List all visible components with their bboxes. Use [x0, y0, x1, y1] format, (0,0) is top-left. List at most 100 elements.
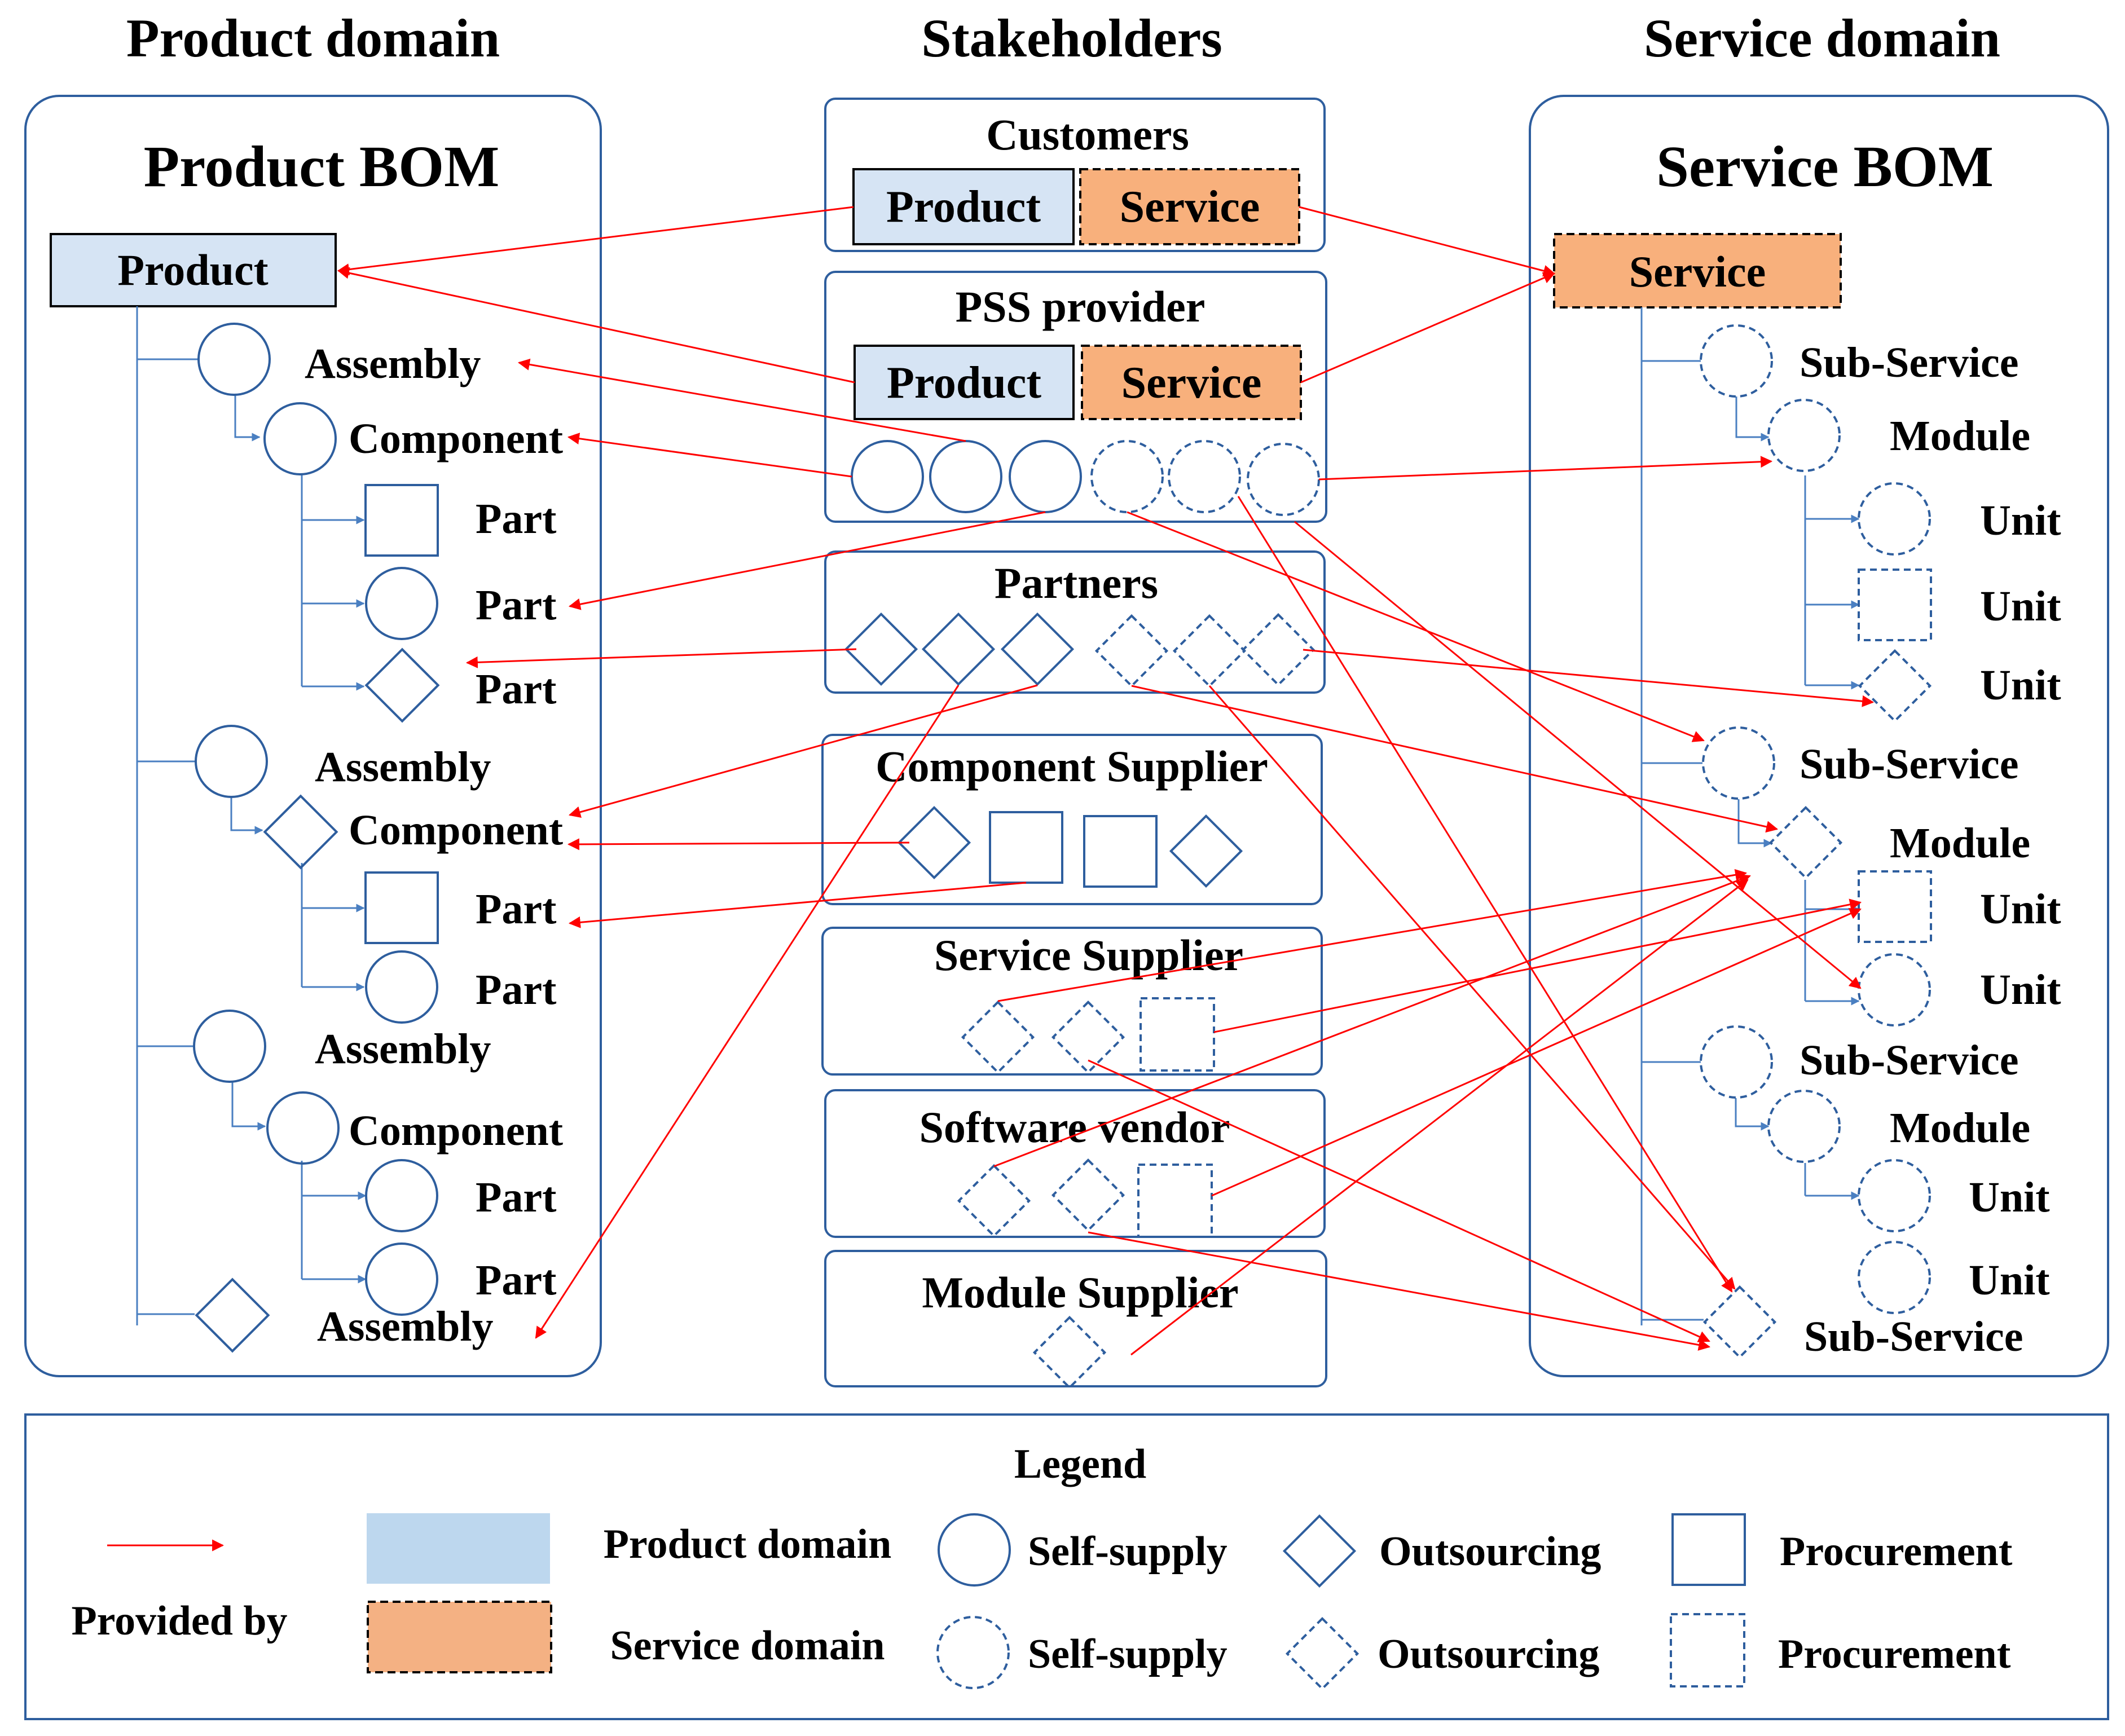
component-outsourcing-node: [263, 794, 338, 870]
product-tree-nodes: [193, 323, 440, 1353]
assembly-self-supply-node: [197, 323, 271, 396]
service-node-label: Unit: [1980, 583, 2061, 630]
unit-self-supply-node: [1858, 1241, 1931, 1314]
product-node-label: Part: [476, 495, 556, 543]
self-supply-dashed-node: [1247, 443, 1320, 516]
product-node-label: Part: [476, 1174, 556, 1221]
customers-service-box[interactable]: [1079, 168, 1300, 245]
part-self-supply-node: [365, 1159, 438, 1232]
part-self-supply-node: [365, 950, 438, 1024]
provided-by-arrow: [1300, 272, 1555, 384]
legend-self-supply-dashed-icon: [936, 1616, 1010, 1689]
customers-product-box[interactable]: [852, 168, 1075, 245]
service-node-label: Unit: [1969, 1257, 2050, 1304]
pss-service-box[interactable]: [1081, 345, 1302, 420]
product-bom-root-label: Product: [117, 245, 268, 294]
provided-by-arrow: [1237, 496, 1733, 1293]
partners-title: Partners: [995, 558, 1158, 607]
heading-service-domain: Service domain: [1644, 8, 2000, 68]
partners-nodes: [844, 612, 1316, 688]
module-supplier-nodes: [1032, 1315, 1107, 1390]
product-node-label: Assembly: [315, 1025, 491, 1073]
provided-by-arrow: [1211, 908, 1862, 1197]
product-tree-labels: Assembly Component Part Part Part Assemb…: [305, 340, 563, 1350]
unit-self-supply-node: [1858, 1159, 1931, 1232]
provided-by-arrow: [535, 685, 960, 1339]
procurement-dashed-node: [1137, 1164, 1213, 1238]
outsourcing-dashed-node: [1051, 1000, 1125, 1074]
outsourcing-dashed-node: [1172, 614, 1247, 688]
provided-by-arrow: [1299, 206, 1556, 277]
software-vendor-title: Software vendor: [919, 1103, 1230, 1152]
product-node-label: Component: [349, 415, 563, 462]
pss-product-box[interactable]: [853, 345, 1075, 420]
self-supply-dashed-node: [1090, 440, 1164, 513]
software-vendor-box: [824, 1089, 1326, 1238]
product-node-label: Part: [476, 885, 556, 933]
legend-service-domain: Service domain: [610, 1623, 885, 1669]
sub-service-self-supply-node: [1700, 324, 1773, 398]
provided-by-arrow: [1303, 649, 1875, 707]
module-outsourcing-node: [1768, 805, 1843, 880]
outsourcing-dashed-node: [1032, 1315, 1107, 1390]
provided-by-arrow: [1088, 1231, 1711, 1351]
sub-service-self-supply-node: [1702, 726, 1775, 800]
service-supplier-title: Service Supplier: [934, 931, 1243, 980]
partners-box: [824, 550, 1326, 694]
legend-procurement-dashed: Procurement: [1778, 1631, 2011, 1677]
product-node-label: Assembly: [315, 743, 491, 791]
legend-self-supply-icon: [938, 1513, 1011, 1587]
service-node-label: Module: [1890, 819, 2030, 867]
provided-by-arrow: [1208, 685, 1736, 1290]
provided-by-arrow: [993, 874, 1751, 1167]
service-node-label: Unit: [1980, 966, 2061, 1014]
pss-product-label: Product: [887, 358, 1041, 408]
module-supplier-title: Module Supplier: [922, 1268, 1238, 1317]
provided-by-arrow: [997, 869, 1748, 1002]
product-tree-lines: [136, 306, 367, 1325]
outsourcing-node: [1169, 814, 1243, 888]
unit-self-supply-node: [1858, 953, 1931, 1026]
provided-by-arrow: [1294, 521, 1862, 989]
product-node-label: Component: [349, 807, 563, 854]
service-bom-panel: [1529, 95, 2109, 1377]
service-bom-root-box[interactable]: [1553, 233, 1842, 309]
service-tree-lines: [1640, 307, 1860, 1325]
sub-service-outsourcing-node: [1702, 1285, 1777, 1359]
product-bom-panel: [24, 95, 602, 1377]
component-supplier-title: Component Supplier: [875, 742, 1268, 791]
unit-procurement-node: [1858, 569, 1932, 641]
provided-by-arrow: [568, 882, 1027, 928]
legend-box: [24, 1413, 2109, 1720]
legend-procurement: Procurement: [1780, 1528, 2013, 1575]
stakeholder-boxes: [821, 98, 1327, 1387]
product-node-label: Part: [476, 966, 556, 1014]
provided-by-arrow: [1130, 879, 1749, 1356]
legend-title: Legend: [1014, 1441, 1146, 1487]
customers-title: Customers: [986, 110, 1189, 159]
provided-by-arrow: [1127, 511, 1705, 742]
legend-self-supply-dashed: Self-supply: [1028, 1631, 1228, 1677]
product-node-label: Part: [476, 1257, 556, 1304]
provided-by-arrow: [337, 267, 855, 384]
provided-by-arrow: [1088, 1059, 1710, 1342]
service-node-label: Sub-Service: [1804, 1313, 2023, 1360]
provided-by-arrow: [1213, 898, 1862, 1033]
legend-outsourcing: Outsourcing: [1379, 1528, 1601, 1575]
service-node-label: Unit: [1969, 1174, 2050, 1221]
provided-by-arrow: [568, 511, 1046, 610]
part-outsourcing-node: [364, 647, 440, 723]
legend-product-domain: Product domain: [604, 1521, 892, 1567]
product-bom-root-box[interactable]: [50, 233, 337, 307]
legend-symbols: [936, 1513, 1746, 1691]
service-node-label: Unit: [1980, 497, 2061, 544]
product-node-label: Component: [349, 1107, 563, 1155]
module-self-supply-node: [1767, 399, 1841, 472]
unit-procurement-node: [1858, 870, 1932, 943]
part-self-supply-node: [365, 1242, 438, 1316]
provided-by-arrow: [465, 648, 857, 668]
heading-stakeholders: Stakeholders: [921, 8, 1222, 68]
procurement-node: [989, 811, 1063, 884]
procurement-dashed-node: [1140, 997, 1215, 1072]
